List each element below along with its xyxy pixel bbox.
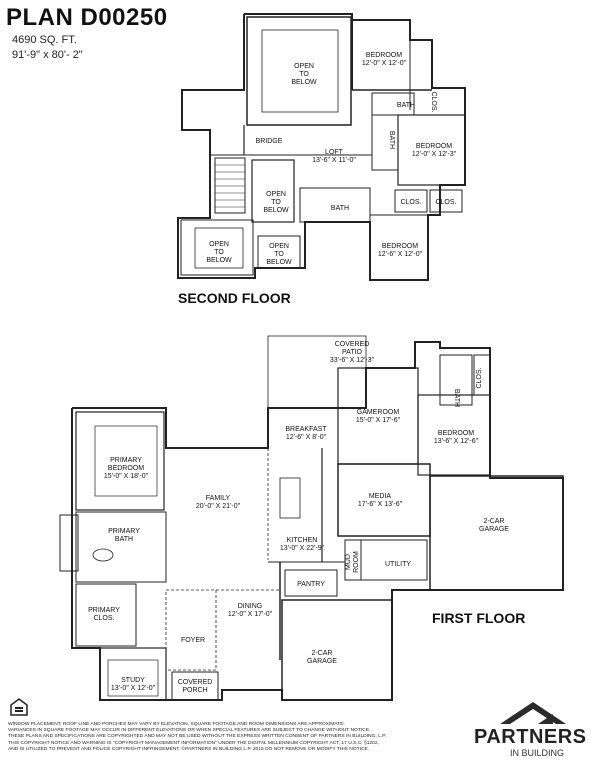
ff-primary-clos-l1: PRIMARY xyxy=(88,607,120,614)
disclaimer-line-4: This copyright notice and warning is "co… xyxy=(8,740,379,746)
sf-bedroom-2-size: 12'-0" X 12'-3" xyxy=(412,151,457,158)
ff-breakfast-size: 12'-6" X 8'-0" xyxy=(286,434,327,441)
ff-garage-right-l2: GARAGE xyxy=(479,526,509,533)
ff-bedroom-size: 13'-6" X 12'-6" xyxy=(434,438,479,445)
ff-gameroom-size: 15'-0" X 17'-6" xyxy=(356,417,401,424)
sf-bath-1: BATH xyxy=(397,102,415,109)
sf-open-below-3-l2: TO xyxy=(214,249,224,256)
sf-bath-3: BATH xyxy=(331,205,349,212)
ff-media-size: 17'-6" X 13'-6" xyxy=(358,501,403,508)
ff-bath: BATH xyxy=(453,389,460,407)
ff-porch-l1: COVERED xyxy=(178,679,213,686)
plan-title: PLAN D00250 xyxy=(6,4,168,31)
ff-patio-l1: COVERED xyxy=(335,341,370,348)
ff-dining-name: DINING xyxy=(238,603,263,610)
ff-primary-clos-l2: CLOS. xyxy=(93,615,114,622)
ff-foyer: FOYER xyxy=(181,637,205,644)
sf-open-below-2-l1: OPEN xyxy=(266,191,286,198)
ff-media-name: MEDIA xyxy=(369,493,392,500)
ff-primary-bedroom-l2: BEDROOM xyxy=(108,465,144,472)
sf-open-below-3-l3: BELOW xyxy=(206,257,232,264)
ff-primary-bedroom-l1: PRIMARY xyxy=(110,457,142,464)
roof-logo-icon xyxy=(500,702,566,724)
ff-primary-bath-l1: PRIMARY xyxy=(108,528,140,535)
ff-kitchen-size: 13'-0" X 22'-9" xyxy=(280,545,325,552)
disclaimer-text: Window placement, roof line and porches … xyxy=(8,722,468,753)
square-footage: 4690 SQ. FT. xyxy=(12,34,77,46)
ff-garage-bottom-l1: 2-CAR xyxy=(311,650,332,657)
sf-open-below-4-l2: TO xyxy=(274,251,284,258)
ff-dining-size: 12'-0" X 17'-0" xyxy=(228,611,273,618)
ff-pantry: PANTRY xyxy=(297,581,325,588)
sf-clos-3: CLOS. xyxy=(435,199,456,206)
disclaimer-line-5: and is utilized to prevent and police co… xyxy=(8,746,370,752)
first-floor-label: FIRST FLOOR xyxy=(432,610,526,626)
partners-brand: PARTNERS IN BUILDING xyxy=(470,700,600,762)
ff-garage-right-l1: 2-CAR xyxy=(483,518,504,525)
ff-primary-bedroom-size: 15'-0" X 18'-0" xyxy=(104,473,149,480)
sf-open-below-1-l1: OPEN xyxy=(294,63,314,70)
overall-dimensions: 91'-9" x 80'- 2" xyxy=(12,49,83,61)
sf-bedroom-3-size: 12'-6" X 12'-0" xyxy=(378,251,423,258)
ff-kitchen-name: KITCHEN xyxy=(287,537,318,544)
ff-family-name: FAMILY xyxy=(206,495,231,502)
ff-bedroom-name: BEDROOM xyxy=(438,430,474,437)
sf-open-below-2-l2: TO xyxy=(271,199,281,206)
ff-gameroom-name: GAMEROOM xyxy=(357,409,400,416)
ff-breakfast-name: BREAKFAST xyxy=(285,426,327,433)
ff-clos: CLOS. xyxy=(476,367,483,388)
brand-subtitle: IN BUILDING xyxy=(510,748,565,758)
sf-open-below-1-l2: TO xyxy=(299,71,309,78)
ff-patio-l2: PATIO xyxy=(342,349,363,356)
sf-bedroom-2-name: BEDROOM xyxy=(416,143,452,150)
sf-open-below-3-l1: OPEN xyxy=(209,241,229,248)
sf-clos-1: CLOS. xyxy=(430,91,437,112)
sf-bedroom-1-name: BEDROOM xyxy=(366,52,402,59)
sf-bedroom-1-size: 12'-0" X 12'-0" xyxy=(362,60,407,67)
ff-primary-bath-l2: BATH xyxy=(115,536,133,543)
brand-name: PARTNERS xyxy=(474,726,587,748)
ff-mud-room-l1: MUD xyxy=(345,554,352,570)
sf-open-below-2-l3: BELOW xyxy=(263,207,289,214)
ff-study-size: 13'-0" X 12'-0" xyxy=(111,685,156,692)
sf-loft-size: 13'-6" X 11'-0" xyxy=(312,157,356,164)
sf-open-below-4-l3: BELOW xyxy=(266,259,292,266)
sf-open-below-1-l3: BELOW xyxy=(291,79,317,86)
disclaimer-line-3: These plans and specifications are copyr… xyxy=(8,734,387,740)
sf-loft-name: LOFT xyxy=(325,149,344,156)
disclaimer-line-2: Variances in square footage may occur in… xyxy=(8,728,371,734)
disclaimer-line-1: Window placement, roof line and porches … xyxy=(8,722,345,727)
sf-bath-2: BATH xyxy=(388,131,395,149)
sf-open-below-4-l1: OPEN xyxy=(269,243,289,250)
ff-patio-size: 33'-6" X 12'-3" xyxy=(330,357,375,364)
second-floor-label: SECOND FLOOR xyxy=(178,290,291,306)
ff-study-name: STUDY xyxy=(121,677,145,684)
ff-utility: UTILITY xyxy=(385,561,411,568)
ff-garage-bottom-l2: GARAGE xyxy=(307,658,337,665)
ff-mud-room-l2: ROOM xyxy=(353,551,360,573)
sf-bridge: BRIDGE xyxy=(256,138,283,145)
ff-family-size: 20'-0" X 21'-0" xyxy=(196,503,241,510)
sf-clos-2: CLOS. xyxy=(400,199,421,206)
sf-bedroom-3-name: BEDROOM xyxy=(382,243,418,250)
equal-housing-icon xyxy=(10,698,28,716)
ff-porch-l2: PORCH xyxy=(182,687,207,694)
